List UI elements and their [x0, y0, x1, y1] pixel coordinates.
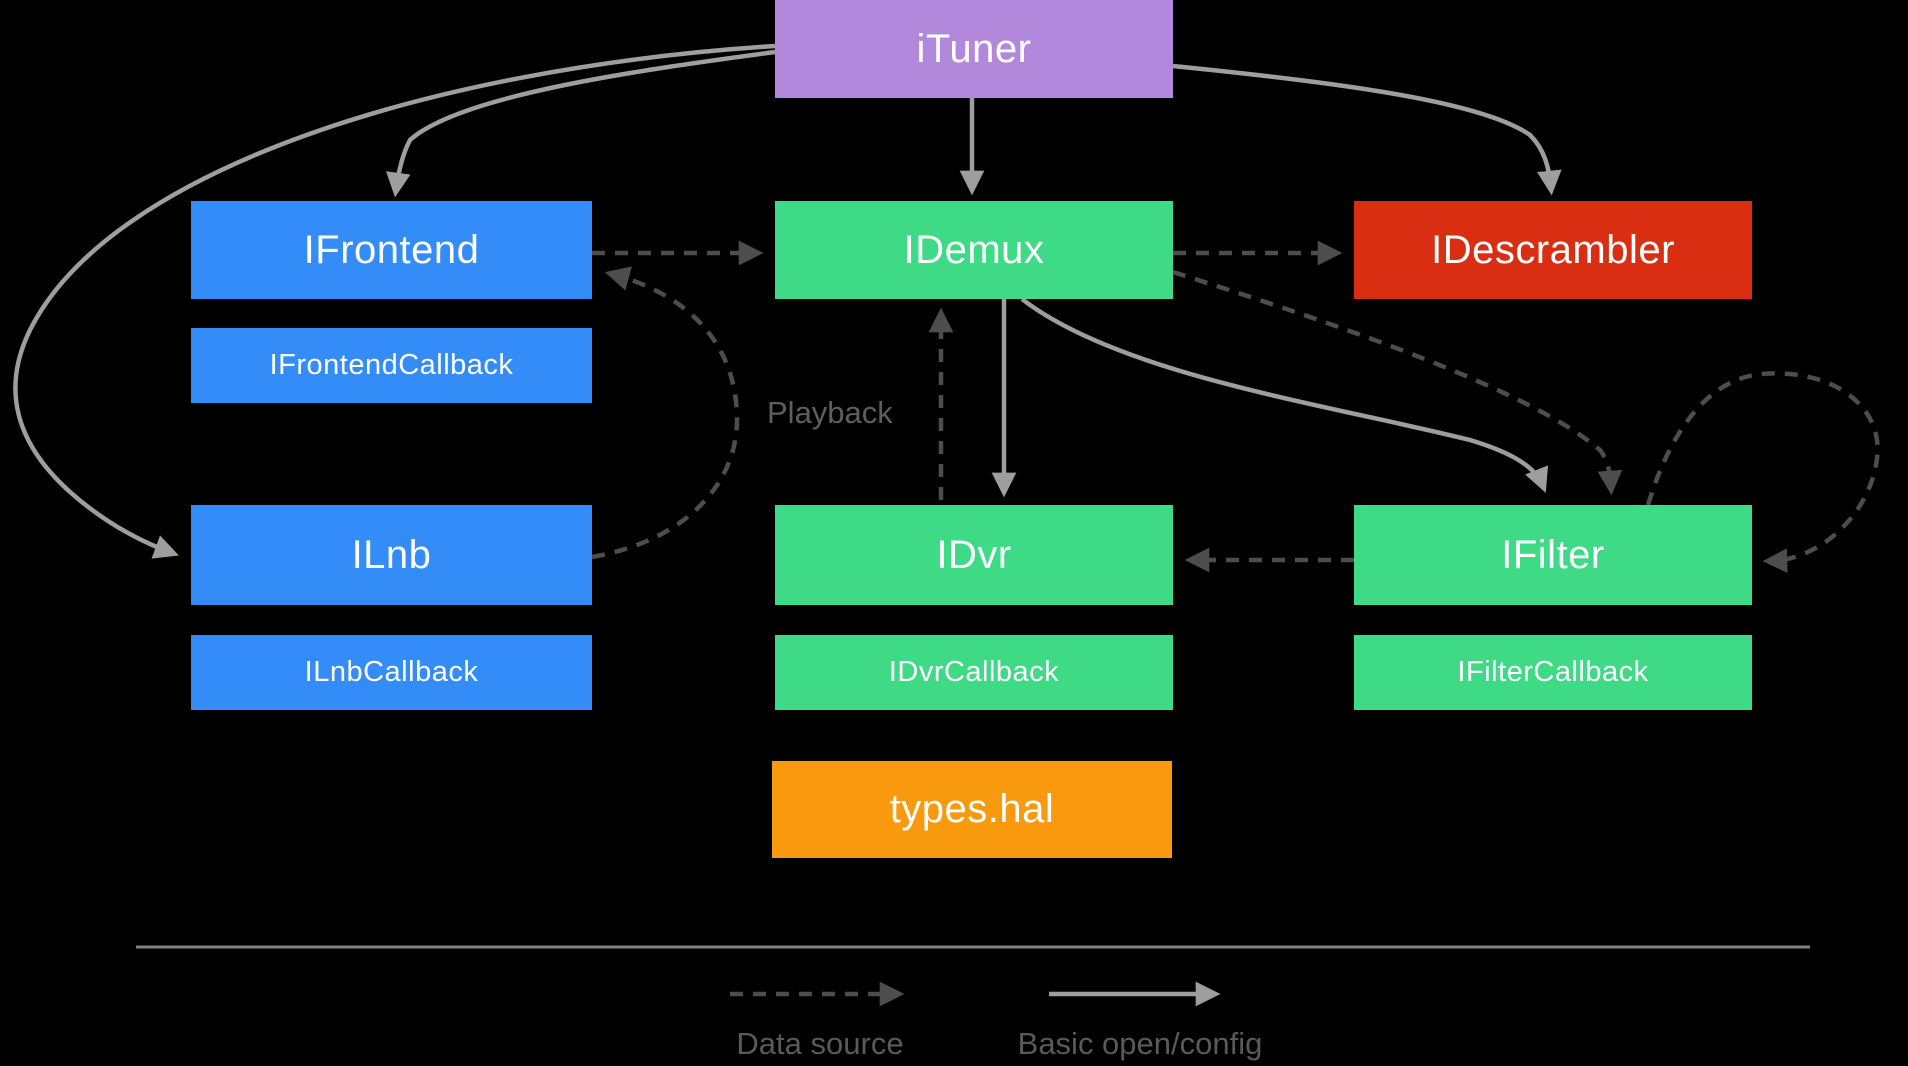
node-ifilter: IFilter: [1354, 505, 1752, 605]
node-types-hal: types.hal: [772, 761, 1172, 858]
edge-ilnb-ifrontend: [591, 266, 740, 560]
node-ilnb: ILnb: [191, 505, 592, 605]
node-ilnb-callback: ILnbCallback: [191, 635, 592, 710]
legend-solid-label: Basic open/config: [1017, 1026, 1263, 1061]
node-ifrontend: IFrontend: [191, 201, 592, 299]
edge-ituner-idescrambler: [1172, 63, 1562, 196]
edge-ituner-ilnb: [13, 43, 776, 559]
node-idvr-callback: IDvrCallback: [775, 635, 1173, 710]
node-idemux-label: IDemux: [903, 227, 1045, 272]
node-ifrontend-label: IFrontend: [303, 227, 480, 272]
node-ituner-label: iTuner: [916, 26, 1032, 71]
node-idvr: IDvr: [775, 505, 1173, 605]
node-types-hal-label: types.hal: [889, 787, 1055, 831]
edge-idemux-ifilter: [1020, 297, 1549, 493]
node-ifrontend-callback-label: IFrontendCallback: [269, 349, 514, 381]
node-idescrambler-label: IDescrambler: [1431, 227, 1675, 272]
node-ifrontend-callback: IFrontendCallback: [191, 328, 592, 403]
edge-ituner-ifrontend: [386, 49, 776, 198]
node-ilnb-label: ILnb: [351, 532, 432, 577]
legend-dashed-label: Data source: [736, 1026, 904, 1061]
node-ifilter-label: IFilter: [1501, 532, 1605, 577]
node-idemux: IDemux: [775, 201, 1173, 299]
node-idescrambler: IDescrambler: [1354, 201, 1752, 299]
node-idvr-label: IDvr: [936, 532, 1012, 577]
playback-annotation: Playback: [767, 395, 893, 430]
edge-idemux-ifilter-data: [1172, 269, 1623, 496]
node-ituner: iTuner: [775, 0, 1173, 98]
node-ifilter-callback: IFilterCallback: [1354, 635, 1752, 710]
node-ilnb-callback-label: ILnbCallback: [304, 656, 479, 688]
node-ifilter-callback-label: IFilterCallback: [1457, 656, 1649, 688]
node-idvr-callback-label: IDvrCallback: [888, 656, 1060, 688]
